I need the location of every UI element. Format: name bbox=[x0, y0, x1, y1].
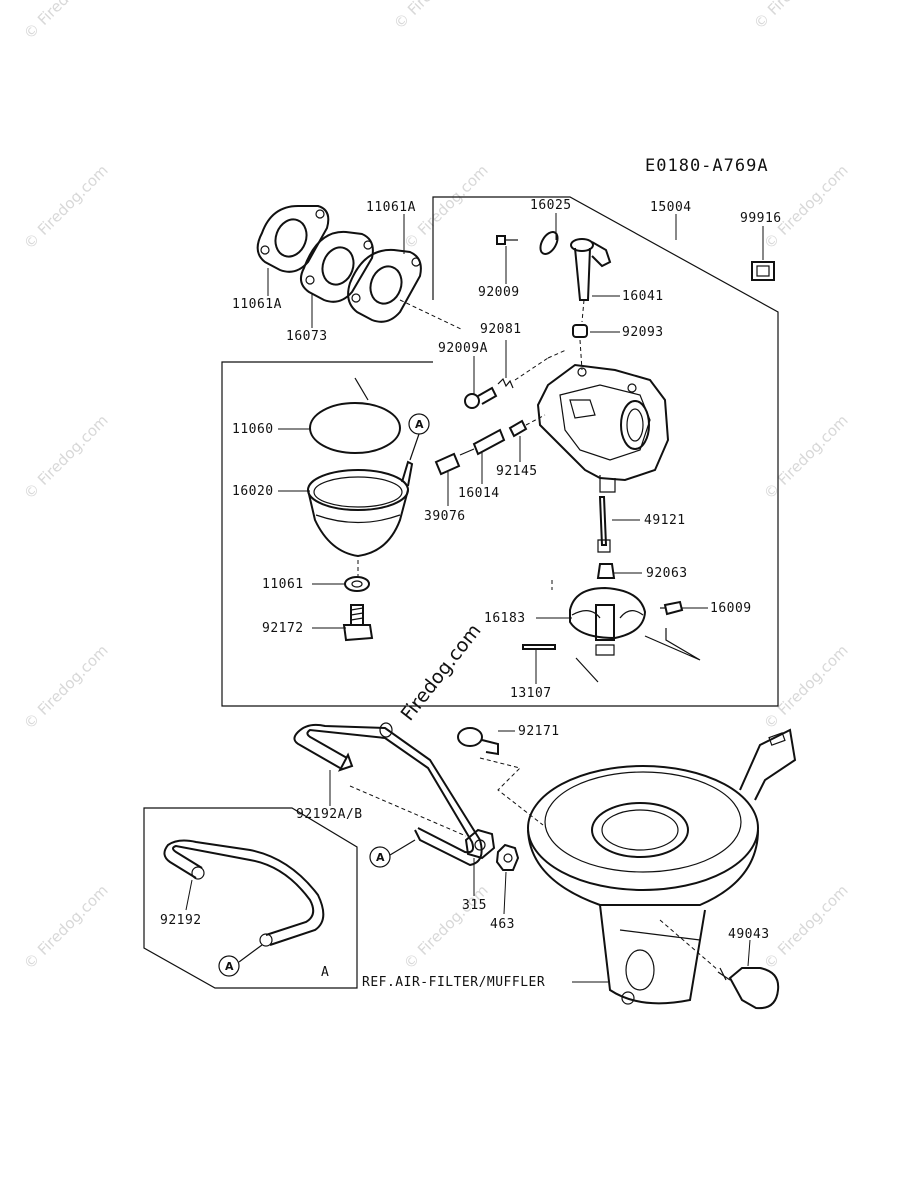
part-label: 315 bbox=[462, 898, 487, 913]
pin-13107 bbox=[522, 644, 556, 650]
leader-lines bbox=[185, 213, 764, 983]
pin-49121 bbox=[597, 496, 611, 553]
washer-11061 bbox=[344, 576, 370, 592]
part-label: 92172 bbox=[262, 621, 304, 636]
washer-463 bbox=[495, 843, 520, 871]
screw-align-line bbox=[514, 357, 549, 381]
emulsion-tube-16014 bbox=[459, 428, 506, 456]
gasket-align-line bbox=[399, 299, 464, 331]
part-99916 bbox=[751, 261, 775, 281]
assembly-frame bbox=[221, 196, 779, 707]
part-label: 92081 bbox=[480, 322, 522, 337]
part-label: 16009 bbox=[710, 601, 752, 616]
ref-marker-a-bowl: A bbox=[408, 413, 430, 461]
inset-label: A bbox=[321, 965, 329, 980]
part-label: 16014 bbox=[458, 486, 500, 501]
svg-text:A: A bbox=[415, 418, 424, 431]
watermark: © Firedog.com bbox=[760, 881, 852, 973]
jet-align-line bbox=[525, 414, 546, 426]
seal-92093 bbox=[572, 324, 588, 338]
clamp-align-line bbox=[479, 757, 544, 826]
screw-92009 bbox=[496, 235, 518, 245]
o-ring-align-line bbox=[354, 377, 369, 401]
shaft-align-line bbox=[579, 339, 583, 371]
watermark: © Firedog.com bbox=[760, 411, 852, 503]
svg-text:A: A bbox=[225, 960, 234, 973]
part-label: 11060 bbox=[232, 422, 274, 437]
hose-align-line bbox=[349, 785, 467, 837]
part-label: 16183 bbox=[484, 611, 526, 626]
part-label: 463 bbox=[490, 917, 515, 932]
fuel-hose-92192ab bbox=[293, 722, 483, 867]
ref-note: REF.AIR-FILTER/MUFFLER bbox=[362, 975, 545, 990]
watermark: © Firedog.com bbox=[390, 0, 482, 33]
gasket-11061a-right bbox=[347, 248, 422, 323]
part-label: 49043 bbox=[728, 927, 770, 942]
part-label: 92009A bbox=[438, 341, 488, 356]
diagram-code: E0180-A769A bbox=[645, 156, 769, 176]
gasket-16073 bbox=[299, 230, 374, 303]
jet-39076 bbox=[434, 452, 461, 476]
float-bowl-16020 bbox=[307, 460, 414, 558]
center-watermark: Firedog.com bbox=[397, 620, 486, 725]
clamp-92171 bbox=[457, 727, 499, 756]
ref-marker-a-inset: A bbox=[218, 944, 263, 977]
part-label: 16073 bbox=[286, 329, 328, 344]
spring-92081 bbox=[497, 377, 514, 389]
part-label: 92063 bbox=[646, 566, 688, 581]
carburetor-body-15004 bbox=[536, 363, 670, 493]
watermark: © Firedog.com bbox=[20, 0, 112, 43]
ref-marker-a-hose: A bbox=[369, 839, 416, 868]
air-filter-base bbox=[527, 728, 797, 1005]
part-label: 49121 bbox=[644, 513, 686, 528]
float-16183 bbox=[569, 586, 647, 656]
watermark: © Firedog.com bbox=[750, 0, 842, 33]
screw-92009a bbox=[464, 386, 498, 409]
plug-92063 bbox=[596, 563, 616, 579]
watermark: © Firedog.com bbox=[20, 881, 112, 973]
choke-shaft-16041 bbox=[570, 238, 612, 323]
primer-49043 bbox=[717, 967, 780, 1010]
needle-16009 bbox=[660, 600, 684, 616]
watermark: © Firedog.com bbox=[760, 641, 852, 733]
part-label: 11061A bbox=[232, 297, 282, 312]
part-label: 92145 bbox=[496, 464, 538, 479]
part-label: 92009 bbox=[478, 285, 520, 300]
part-label: 16025 bbox=[530, 198, 572, 213]
drain-bolt-92172 bbox=[342, 604, 374, 642]
nut-315 bbox=[464, 828, 496, 860]
primer-align-line bbox=[659, 919, 719, 971]
part-label: 11061 bbox=[262, 577, 304, 592]
part-label: 92093 bbox=[622, 325, 664, 340]
watermark: © Firedog.com bbox=[20, 161, 112, 253]
part-label: 99916 bbox=[740, 211, 782, 226]
part-label: 16041 bbox=[622, 289, 664, 304]
watermark: © Firedog.com bbox=[400, 881, 492, 973]
pin-align-line bbox=[575, 657, 599, 683]
part-label: 11061A bbox=[366, 200, 416, 215]
screw-align-line bbox=[547, 349, 567, 359]
part-label: 15004 bbox=[650, 200, 692, 215]
part-label: 13107 bbox=[510, 686, 552, 701]
part-labels: 11061A 11061A 16073 16025 15004 99916 92… bbox=[160, 198, 782, 990]
part-label: 16020 bbox=[232, 484, 274, 499]
part-label: 92171 bbox=[518, 724, 560, 739]
needle-leader bbox=[644, 628, 701, 661]
jet-92145 bbox=[508, 419, 528, 438]
part-label: 92192 bbox=[160, 913, 202, 928]
gasket-11061a-left bbox=[256, 204, 330, 273]
watermark: © Firedog.com bbox=[760, 161, 852, 253]
watermark: © Firedog.com bbox=[20, 411, 112, 503]
part-label: 39076 bbox=[424, 509, 466, 524]
inset-frame bbox=[143, 807, 358, 989]
watermark-layer: © Firedog.com © Firedog.com © Firedog.co… bbox=[20, 0, 852, 973]
fuel-hose-92192 bbox=[163, 839, 325, 947]
o-ring-11060 bbox=[309, 402, 401, 454]
part-label: 92192A/B bbox=[296, 807, 363, 822]
choke-plate-16025 bbox=[539, 231, 559, 255]
watermark: © Firedog.com bbox=[20, 641, 112, 733]
svg-text:A: A bbox=[376, 851, 385, 864]
